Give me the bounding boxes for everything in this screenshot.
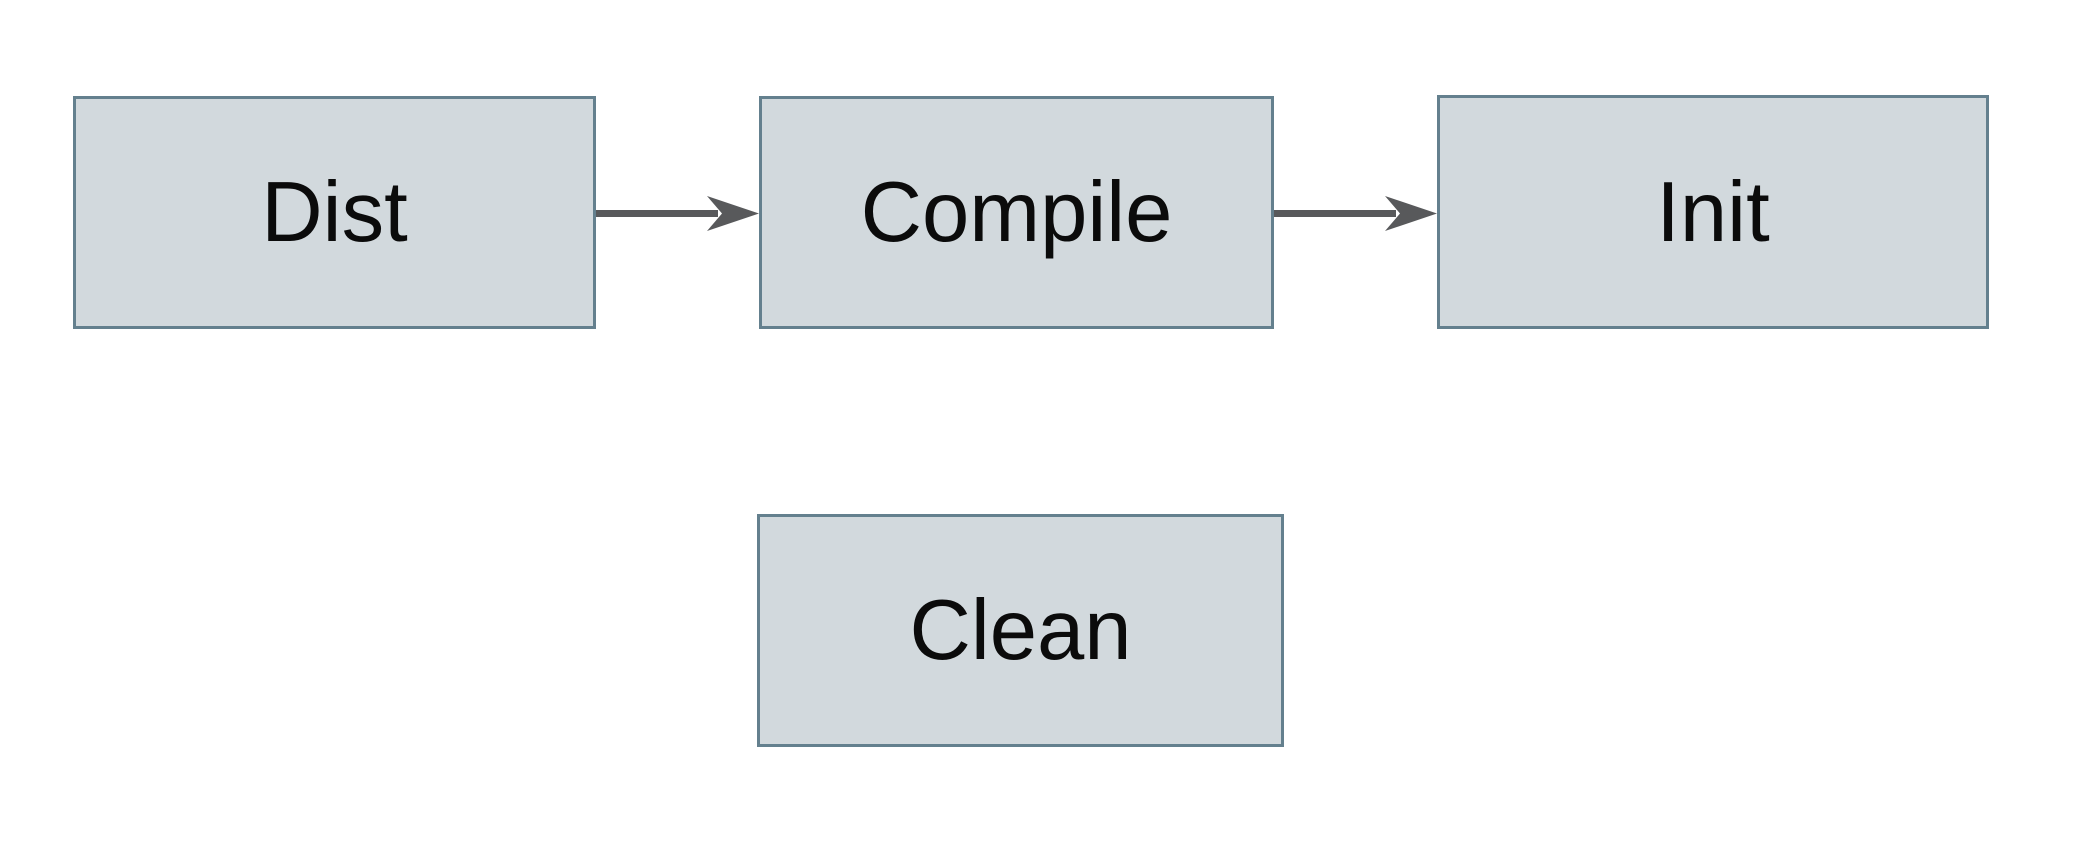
node-dist-label: Dist	[261, 165, 408, 260]
node-clean-label: Clean	[909, 583, 1132, 678]
node-compile[interactable]: Compile	[759, 96, 1274, 329]
node-compile-label: Compile	[860, 165, 1173, 260]
arrow-icon	[1274, 196, 1437, 231]
node-clean[interactable]: Clean	[757, 514, 1284, 747]
arrow-compile-to-init	[1274, 191, 1437, 236]
node-init-label: Init	[1656, 164, 1770, 260]
arrow-dist-to-compile	[596, 191, 759, 236]
arrow-icon	[596, 196, 759, 231]
node-dist[interactable]: Dist	[73, 96, 596, 329]
node-init[interactable]: Init	[1437, 95, 1989, 329]
